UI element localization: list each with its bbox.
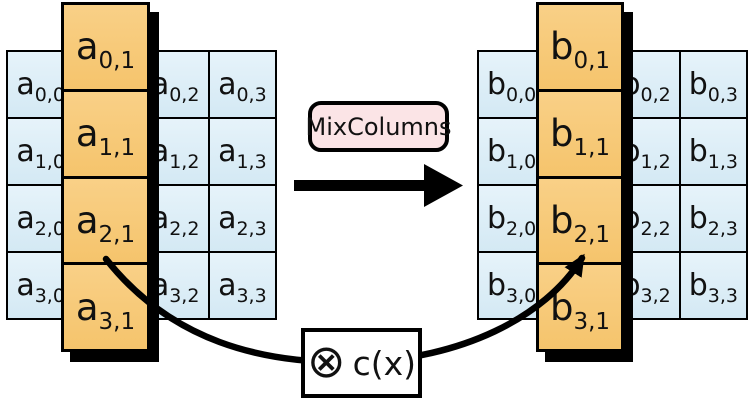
otimes-cx-box: ⊗ c(x) [301,328,422,398]
mixcolumns-label: MixColumns [305,112,452,141]
mixcolumns-label-box: MixColumns [305,101,452,152]
circled-times-icon: ⊗ [307,334,346,388]
cx-polynomial-label: c(x) [352,343,416,383]
right-arrow [294,164,463,207]
